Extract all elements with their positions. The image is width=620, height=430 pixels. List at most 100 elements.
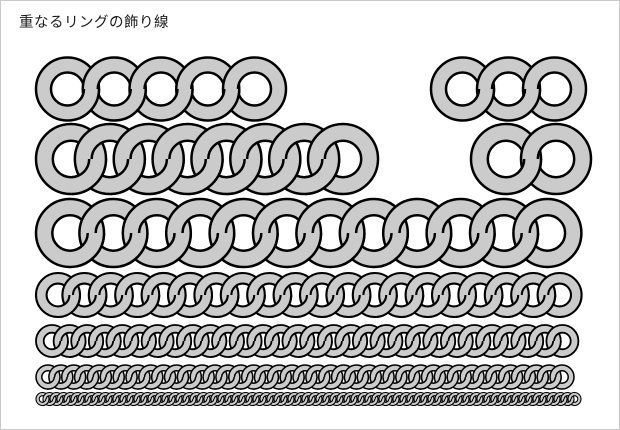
ring — [181, 399, 190, 407]
ring — [191, 295, 214, 318]
ring — [406, 377, 421, 390]
ring — [201, 377, 215, 390]
ring — [521, 56, 588, 122]
ring — [46, 377, 61, 390]
ring — [455, 295, 478, 318]
ring — [104, 341, 122, 358]
ring — [272, 399, 281, 407]
chain-row-1-large-sparse — [34, 56, 588, 122]
ring — [458, 377, 472, 390]
ring — [188, 399, 197, 407]
ring — [509, 377, 524, 390]
ring — [163, 233, 193, 268]
ring — [68, 341, 87, 358]
ring — [535, 295, 557, 318]
ring — [223, 399, 232, 407]
ring — [149, 159, 185, 196]
ring — [329, 377, 344, 390]
ring — [314, 399, 323, 407]
ring — [510, 399, 519, 407]
ring — [244, 295, 266, 318]
ring — [153, 399, 162, 407]
ring — [489, 399, 498, 407]
ring — [230, 399, 239, 407]
ring — [433, 399, 442, 407]
ring — [72, 377, 87, 390]
chain-row-7-tiny — [35, 391, 582, 407]
ring — [456, 341, 474, 358]
ring — [209, 341, 228, 358]
ring — [278, 377, 293, 390]
ring — [520, 89, 542, 120]
ring — [332, 341, 351, 358]
ring — [132, 399, 141, 407]
ring — [195, 399, 204, 407]
ring — [280, 341, 298, 358]
ring — [403, 295, 425, 318]
ring — [62, 399, 71, 407]
ring — [496, 399, 505, 407]
ring — [368, 377, 383, 390]
ring — [119, 233, 149, 268]
ring — [206, 233, 236, 268]
ring — [167, 399, 176, 407]
ring — [220, 89, 241, 120]
ring — [376, 295, 398, 318]
ring — [244, 399, 253, 407]
ring — [244, 341, 263, 358]
ring — [420, 341, 439, 358]
ring — [121, 341, 140, 358]
ring — [524, 399, 533, 407]
ring — [454, 399, 463, 407]
ring — [162, 377, 177, 390]
ring — [544, 341, 562, 358]
ring — [218, 295, 240, 318]
ring — [139, 399, 148, 407]
ring — [51, 341, 69, 358]
ring — [323, 295, 346, 318]
ring — [419, 377, 434, 390]
ring — [535, 377, 550, 390]
ring — [522, 377, 537, 390]
ring — [297, 295, 319, 318]
ring — [482, 399, 491, 407]
ring — [384, 399, 393, 407]
ring — [136, 377, 151, 390]
ring — [192, 341, 210, 358]
ring — [545, 399, 554, 407]
ring — [336, 233, 366, 268]
ring — [48, 399, 57, 407]
ring — [85, 377, 100, 390]
ring — [188, 159, 224, 196]
ring — [405, 399, 414, 407]
ring — [297, 341, 316, 358]
ring — [251, 399, 260, 407]
ring — [279, 399, 288, 407]
ring — [538, 399, 547, 407]
ring — [483, 377, 498, 390]
ring — [350, 341, 369, 358]
ring — [86, 295, 108, 318]
ring — [475, 399, 484, 407]
ring — [188, 377, 203, 390]
page-title: 重なるリングの飾り線 — [19, 15, 169, 31]
ring — [517, 399, 526, 407]
ring — [59, 377, 74, 390]
ring — [377, 399, 386, 407]
ring — [380, 233, 410, 268]
ring — [252, 377, 267, 390]
ring — [349, 399, 358, 407]
ring — [393, 377, 408, 390]
ring — [355, 377, 370, 390]
ring — [496, 377, 511, 390]
ring — [438, 341, 457, 358]
ring — [391, 399, 400, 407]
ring — [307, 399, 316, 407]
ring — [300, 399, 309, 407]
ring — [149, 377, 164, 390]
ring — [403, 341, 421, 358]
ring — [482, 295, 504, 318]
ring — [552, 399, 561, 407]
ring — [76, 399, 85, 407]
